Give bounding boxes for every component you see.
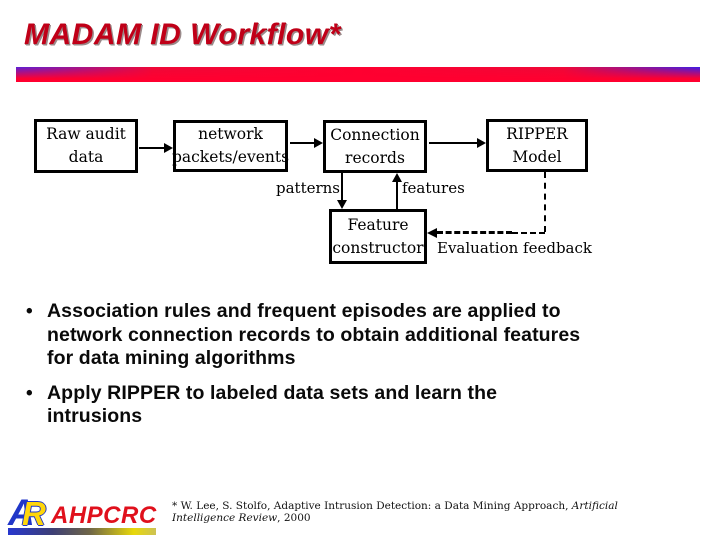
bullet-text-line: for data mining algorithms bbox=[47, 347, 296, 369]
citation-journal: Artificial Intelligence Review bbox=[172, 500, 618, 524]
bullet-list: • Association rules and frequent episode… bbox=[26, 300, 706, 429]
arrowhead-down-icon bbox=[337, 200, 347, 209]
box-label-line: Feature bbox=[347, 215, 409, 234]
arrowhead-right-icon bbox=[314, 138, 323, 148]
arrow-line bbox=[139, 147, 165, 149]
box-label-line: packets/events bbox=[171, 148, 290, 166]
box-label-line: network bbox=[198, 125, 263, 143]
label-evaluation-feedback: Evaluation feedback bbox=[437, 239, 592, 257]
label-features: features bbox=[402, 179, 465, 197]
arrow-line bbox=[429, 142, 478, 144]
box-label-line: Connection bbox=[330, 125, 420, 144]
bullet-text: Apply RIPPER to labeled data sets and le… bbox=[47, 382, 497, 429]
bullet-text-line: network connection records to obtain add… bbox=[47, 323, 581, 346]
box-connection-records: Connection records bbox=[323, 120, 427, 173]
footnote-citation: * W. Lee, S. Stolfo, Adaptive Intrusion … bbox=[172, 500, 662, 524]
title-divider-bar bbox=[16, 67, 700, 82]
box-network-packets-events: network packets/events bbox=[171, 120, 290, 172]
logo-letter-a: A bbox=[8, 492, 35, 533]
box-label-line: RIPPER bbox=[506, 124, 568, 143]
bullet-text-line: Apply RIPPER to labeled data sets and le… bbox=[47, 381, 498, 404]
citation-year: , 2000 bbox=[277, 512, 311, 524]
bullet-item: • Association rules and frequent episode… bbox=[26, 300, 706, 371]
arrow-line bbox=[396, 181, 398, 209]
box-feature-constructor: Feature constructor bbox=[329, 209, 427, 264]
arrowhead-up-icon bbox=[392, 173, 402, 182]
bullet-text: Association rules and frequent episodes … bbox=[47, 300, 580, 371]
box-label-line: Raw audit bbox=[46, 125, 126, 143]
arrowhead-left-icon bbox=[427, 228, 437, 238]
logo-letter-r: R bbox=[22, 495, 46, 532]
page-title: MADAM ID Workflow* bbox=[24, 18, 341, 51]
arrowhead-right-icon bbox=[164, 143, 173, 153]
box-label-line: records bbox=[345, 148, 405, 167]
bullet-item: • Apply RIPPER to labeled data sets and … bbox=[26, 382, 706, 429]
logo-text-ahpcrc: AHPCRC bbox=[51, 502, 157, 529]
ahpcrc-logo: A R AHPCRC bbox=[8, 492, 160, 537]
arrow-line bbox=[290, 142, 315, 144]
dashed-vertical-line bbox=[544, 172, 546, 232]
arrowhead-right-icon bbox=[477, 138, 486, 148]
dashed-horizontal-line-bold bbox=[437, 231, 512, 234]
box-ripper-model: RIPPER Model bbox=[486, 119, 588, 172]
label-patterns: patterns bbox=[276, 179, 341, 197]
box-label-line: Model bbox=[512, 147, 562, 166]
box-raw-audit-data: Raw audit data bbox=[34, 119, 138, 173]
box-label-line: data bbox=[68, 148, 104, 166]
box-label-line: constructor bbox=[332, 238, 424, 257]
bullet-text-line: Association rules and frequent episodes … bbox=[47, 300, 561, 322]
arrow-line bbox=[341, 173, 343, 201]
dashed-horizontal-line bbox=[512, 232, 545, 234]
bullet-marker: • bbox=[26, 382, 33, 404]
logo-gradient-strip bbox=[8, 528, 156, 535]
citation-authors-title: * W. Lee, S. Stolfo, Adaptive Intrusion … bbox=[172, 500, 572, 512]
bullet-marker: • bbox=[26, 301, 33, 322]
bullet-text-line: intrusions bbox=[47, 405, 143, 427]
